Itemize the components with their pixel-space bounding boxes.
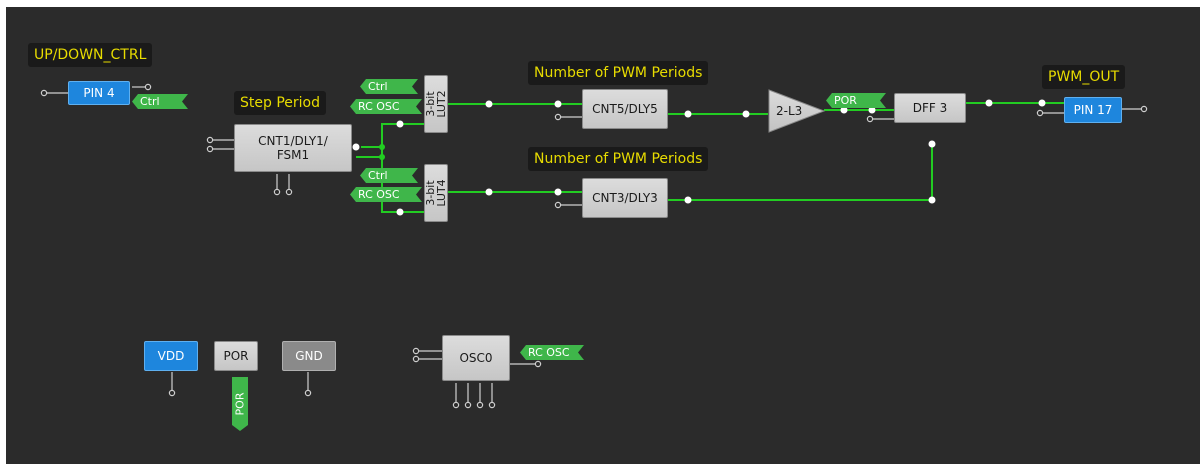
l3-gate-block[interactable]: 2-L3 — [768, 89, 826, 133]
cnt3-dly3-block[interactable]: CNT3/DLY3 — [582, 178, 668, 218]
gnd-block[interactable]: GND — [282, 341, 336, 371]
pin17-block[interactable]: PIN 17 — [1064, 97, 1122, 123]
flag-ctrl-lut2[interactable]: Ctrl — [360, 79, 418, 94]
label-pwm-periods-top: Number of PWM Periods — [528, 61, 709, 85]
lut4-label: 3-bit LUT4 — [424, 179, 448, 207]
label-pwm-out: PWM_OUT — [1042, 65, 1126, 89]
flag-rcosc-osc0[interactable]: RC OSC — [520, 345, 584, 360]
cnt1-dly1-fsm1-block[interactable]: CNT1/DLY1/ FSM1 — [234, 124, 352, 172]
osc0-block[interactable]: OSC0 — [442, 335, 510, 381]
l3-label: 2-L3 — [776, 104, 802, 118]
cnt5-dly5-block[interactable]: CNT5/DLY5 — [582, 89, 668, 129]
vdd-block[interactable]: VDD — [144, 341, 198, 371]
label-pwm-periods-bottom: Number of PWM Periods — [528, 147, 709, 171]
lut2-label: 3-bit LUT2 — [424, 90, 448, 118]
dff3-block[interactable]: DFF 3 — [894, 93, 966, 123]
flag-ctrl-lut4[interactable]: Ctrl — [360, 168, 418, 183]
label-step-period: Step Period — [234, 91, 326, 115]
flag-por-vertical-label: POR — [233, 392, 247, 416]
flag-ctrl-pin4[interactable]: Ctrl — [132, 94, 188, 109]
label-up-down-ctrl: UP/DOWN_CTRL — [28, 43, 153, 67]
flag-por-vertical[interactable]: POR — [232, 377, 248, 431]
flag-por-dff[interactable]: POR — [826, 93, 886, 108]
flag-rcosc-lut4[interactable]: RC OSC — [350, 187, 422, 202]
lut2-block[interactable]: 3-bit LUT2 — [424, 75, 448, 133]
pin4-block[interactable]: PIN 4 — [68, 81, 130, 105]
lut4-block[interactable]: 3-bit LUT4 — [424, 164, 448, 222]
wire-cnt1-lut2[interactable] — [361, 123, 424, 148]
design-canvas[interactable]: UP/DOWN_CTRL Step Period Number of PWM P… — [6, 7, 1200, 464]
flag-rcosc-lut2[interactable]: RC OSC — [350, 99, 422, 114]
por-block[interactable]: POR — [214, 341, 258, 371]
